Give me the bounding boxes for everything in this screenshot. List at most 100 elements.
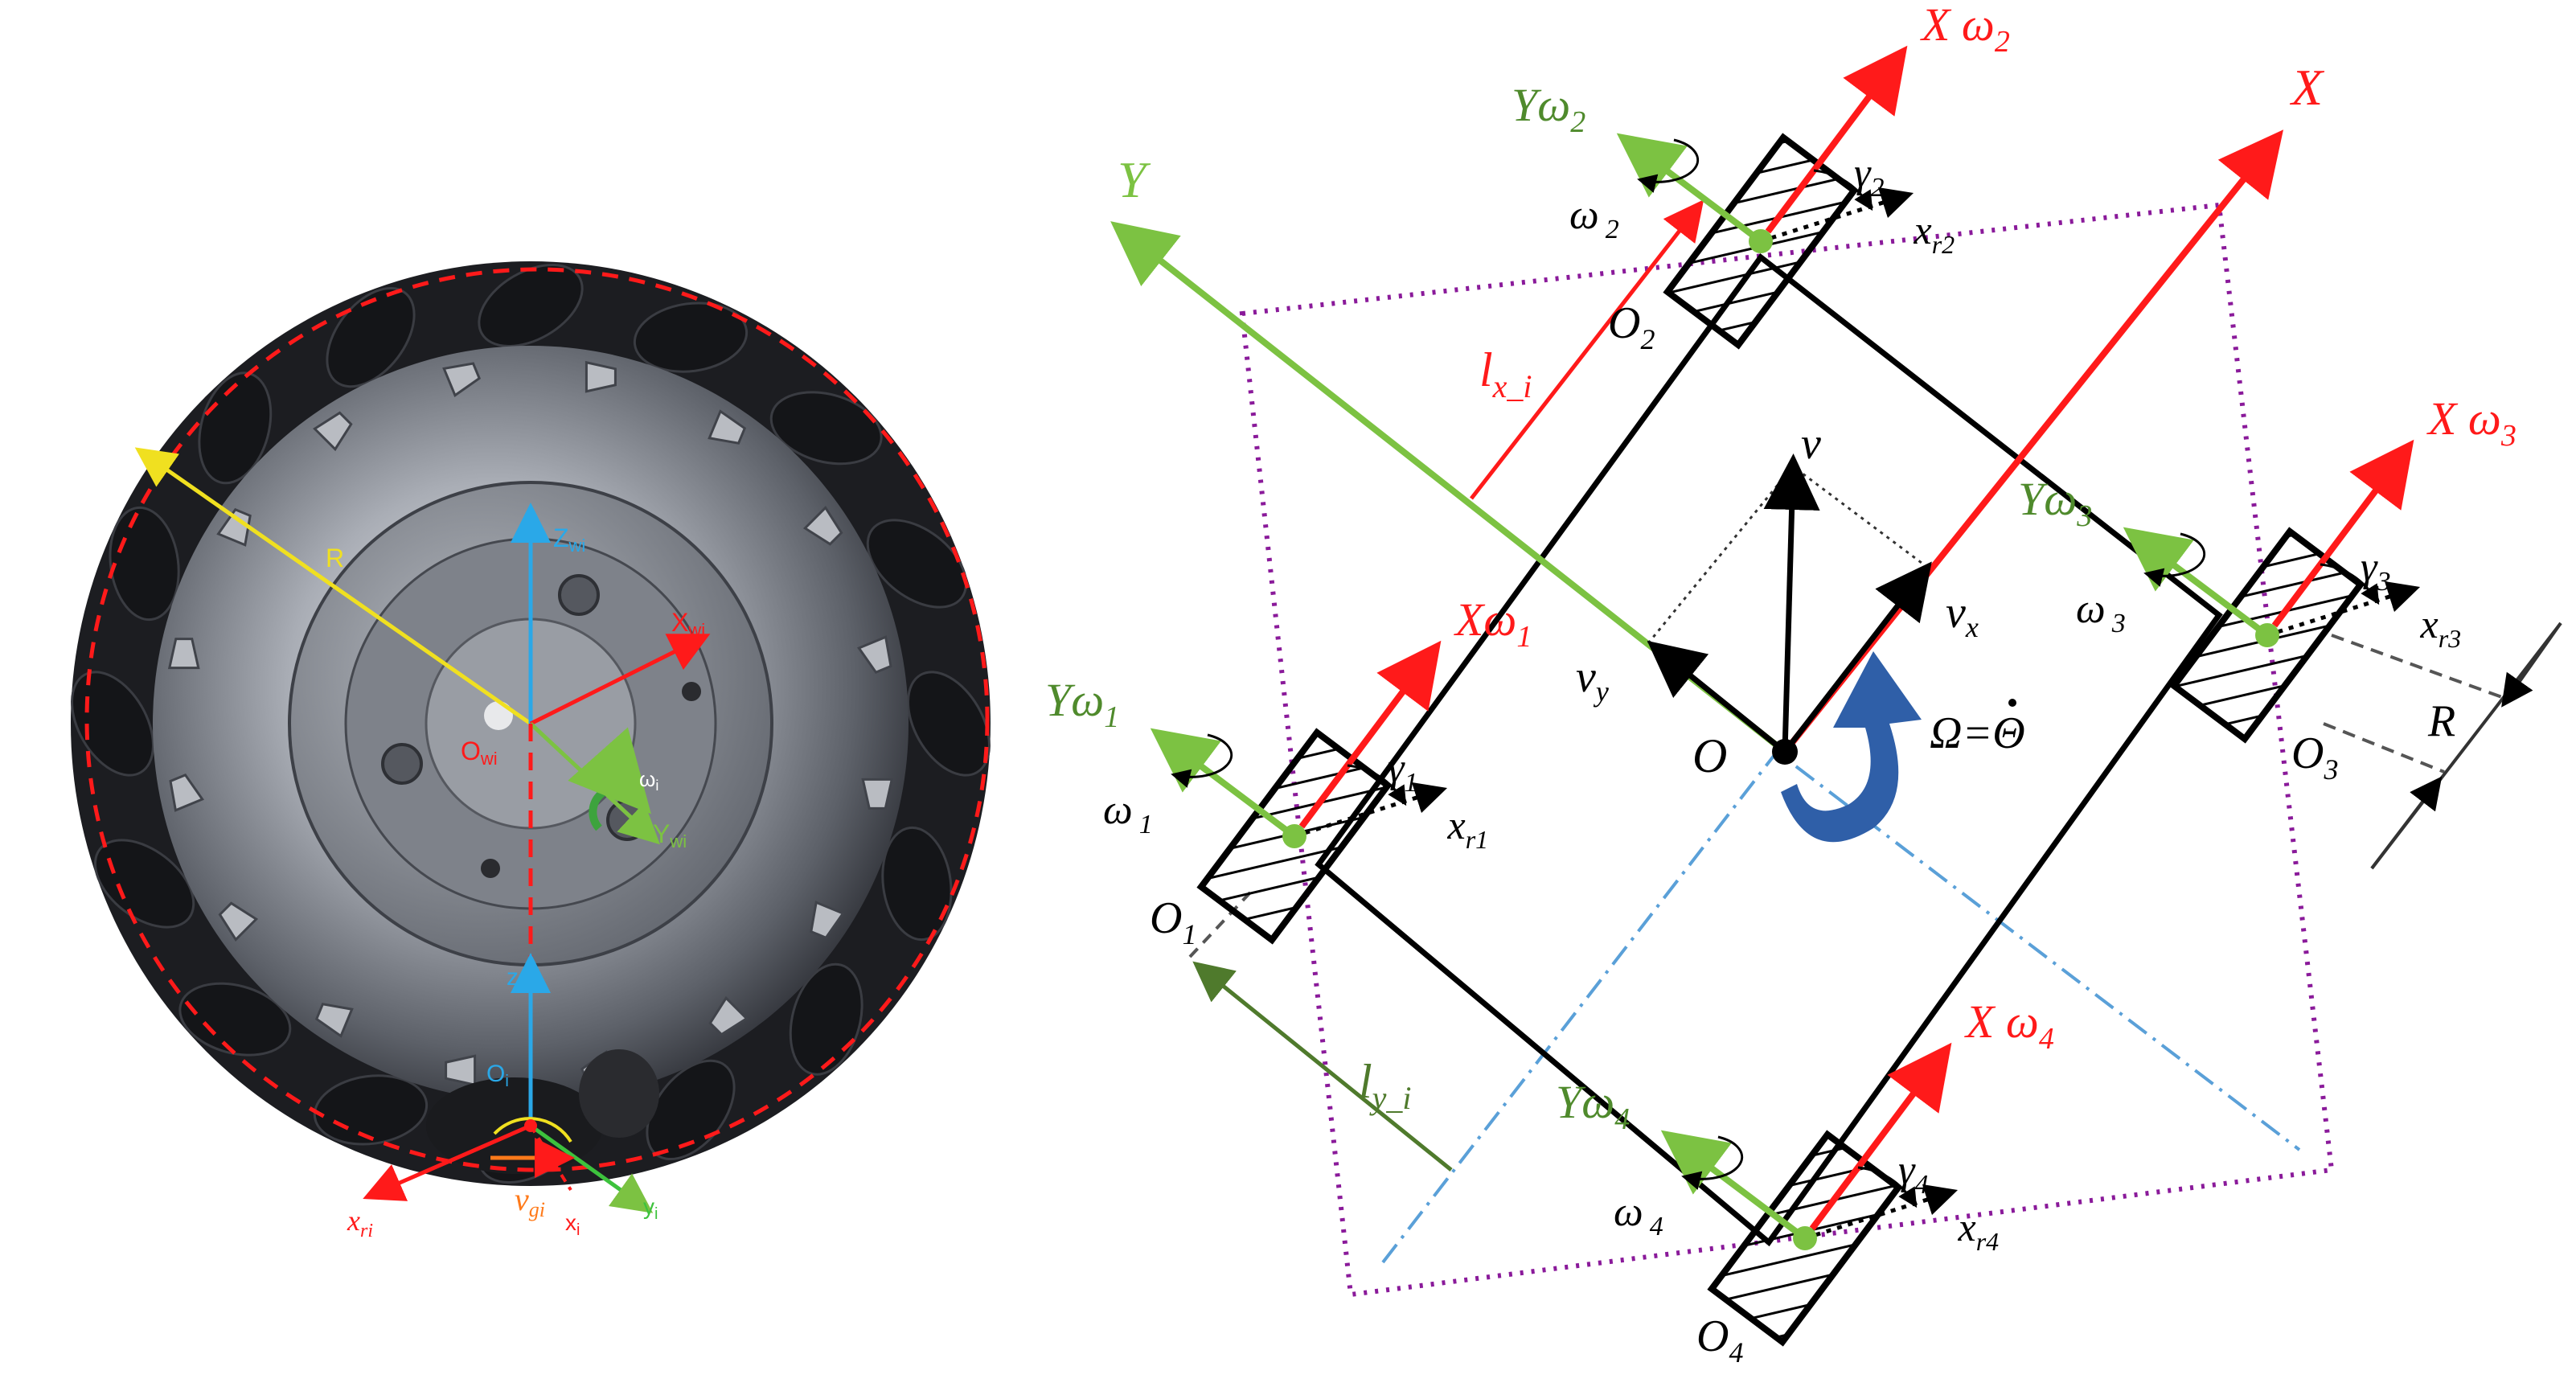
label-Zwi: Zwi: [553, 523, 585, 556]
label-wheel-y: Yω4: [1556, 1076, 1630, 1136]
label-Omega: Ω=Θ: [1930, 708, 2025, 758]
dim-ly-ext: [1188, 891, 1252, 958]
arrow-vx: [1782, 561, 1932, 754]
roller: [326, 286, 416, 388]
label-vgi: vgi: [515, 1181, 545, 1221]
label-Owi: Owi: [461, 737, 498, 769]
roller-bracket: [445, 1054, 477, 1087]
wheel-roller-axis: [2266, 581, 2421, 638]
gamma-arc: [1347, 764, 1407, 806]
wheel-roller-axis: [1804, 1184, 1959, 1241]
roller: [907, 671, 991, 777]
robot-chassis: [1315, 253, 2223, 1247]
roller-bracket: [585, 360, 617, 393]
gamma-arc: [2320, 563, 2380, 605]
roller-bracket: [861, 778, 894, 810]
roller: [478, 264, 584, 347]
gamma-arc-wheel: [493, 1117, 572, 1143]
label-wheel-y: Yω3: [2018, 473, 2092, 533]
hole: [481, 859, 500, 878]
contact-roller-side: [579, 1049, 659, 1138]
roller-bracket: [802, 506, 843, 546]
axis-xri: [363, 1123, 531, 1201]
label-wheel-gamma: γ4: [1898, 1147, 1929, 1200]
label-wheel-O: O2: [1608, 298, 1655, 355]
label-wheel-xr: xr3: [2420, 601, 2462, 653]
label-X: X: [2289, 59, 2325, 116]
dim-ly: [1192, 961, 1453, 1172]
label-wheel-x: X ω4: [1964, 995, 2054, 1056]
circular-arrow-icon: [1637, 138, 1700, 193]
roller: [178, 982, 292, 1057]
wheel-roller-axis: [1760, 187, 1914, 244]
velocity-parallelogram: [1647, 464, 1922, 644]
label-vx: vx: [1946, 588, 1979, 643]
label-xi: xi: [565, 1210, 580, 1239]
label-yi: yi: [643, 1194, 658, 1223]
mecanum-wheel-panel: R Zwi Xwi Ywi ωi Owi zi Oi xri yi xi vgi: [71, 261, 991, 1241]
label-ly: ly_i: [1359, 1055, 1412, 1116]
label-omega-i: ωi: [639, 767, 658, 794]
roller-bracket: [442, 362, 482, 397]
roller: [633, 302, 749, 373]
label-Y: Y: [1118, 151, 1151, 208]
gamma-arc: [1813, 169, 1873, 211]
roller-bracket: [708, 995, 749, 1036]
label-wheel-O: O3: [2291, 728, 2338, 786]
bounding-square: [1239, 202, 2335, 1298]
hole: [682, 682, 701, 701]
dim-R-ext2: [2323, 722, 2445, 774]
wheel-y-axis: [2123, 527, 2270, 638]
wheel-center: [1793, 1226, 1817, 1250]
label-Ywi: Ywi: [653, 819, 687, 851]
roller: [93, 839, 195, 929]
roller-bracket: [857, 635, 892, 675]
gamma-arc: [1857, 1166, 1918, 1208]
dim-R-ext1: [2331, 634, 2509, 701]
label-wheel-xr: xr4: [1958, 1204, 2000, 1256]
label-lx: lx_i: [1479, 343, 1532, 404]
circular-arrow-icon: [2143, 532, 2206, 587]
axis-xi: [529, 1124, 572, 1192]
label-xri: xri: [347, 1204, 373, 1241]
radius-line: [134, 447, 532, 726]
center-O: [1772, 739, 1798, 765]
label-wheel-x: Xω1: [1454, 593, 1532, 654]
bolt: [606, 799, 648, 841]
curved-arrow-icon: [1781, 651, 1922, 843]
label-wheel-xr: xr1: [1447, 802, 1489, 854]
theta-dot-mark: [2008, 699, 2016, 707]
label-wheel-gamma: γ2: [1854, 150, 1885, 203]
arrow-v: [1763, 453, 1820, 753]
roller: [866, 519, 968, 609]
label-v: v: [1801, 419, 1821, 469]
bolt: [558, 574, 600, 616]
contact-point: [524, 1119, 537, 1132]
wheel-envelope: [84, 267, 990, 1172]
wheel-y-axis: [1660, 1130, 1807, 1241]
roller: [881, 826, 953, 942]
label-Xwi: Xwi: [671, 608, 705, 640]
label-wheel-x: X ω2: [1920, 0, 2010, 59]
roller-bracket: [708, 409, 747, 445]
roller-bracket: [810, 901, 845, 940]
label-wheel-y: Yω1: [1045, 674, 1119, 734]
wheel-y-axis: [1616, 133, 1763, 244]
dim-R-arrow1: [2501, 622, 2562, 708]
label-wheel-O: O4: [1696, 1311, 1743, 1369]
label-R-wheel: R: [326, 544, 344, 572]
roller-bracket: [169, 773, 204, 812]
label-wheel-gamma: γ1: [1388, 745, 1418, 798]
label-wheel-x: X ω3: [2426, 392, 2517, 453]
label-vy: vy: [1576, 652, 1609, 708]
label-O: O: [1692, 729, 1727, 782]
label-wheel-gamma: γ3: [2361, 544, 2391, 597]
roller-bracket: [167, 638, 200, 670]
